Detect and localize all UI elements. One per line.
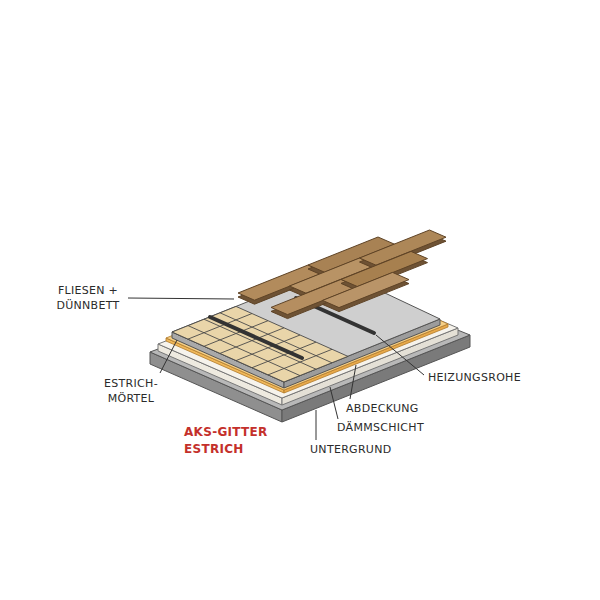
callout-label: HEIZUNGSROHE <box>428 370 521 385</box>
tile <box>323 272 410 307</box>
tiles <box>238 230 446 319</box>
callout-label: DÄMMSCHICHT <box>337 420 424 435</box>
callout-label: ABDECKUNG <box>346 401 419 416</box>
leader-line <box>376 335 424 375</box>
heating-pipe <box>210 317 302 358</box>
reinforcement-grid <box>172 306 348 382</box>
leader-line <box>160 340 177 373</box>
callout-label: ESTRICH- MÖRTEL <box>98 376 164 406</box>
leader-line <box>316 410 317 440</box>
leader-line <box>350 365 356 399</box>
grid-area <box>172 306 348 382</box>
leader-line <box>128 298 234 299</box>
callout-label: UNTERGRUND <box>310 442 392 457</box>
leader-lines <box>128 298 424 440</box>
leader-line <box>330 387 338 419</box>
callout-label: FLIESEN + DÜNNBETT <box>48 283 128 313</box>
callout-label: AKS-GITTER ESTRICH <box>184 424 272 458</box>
